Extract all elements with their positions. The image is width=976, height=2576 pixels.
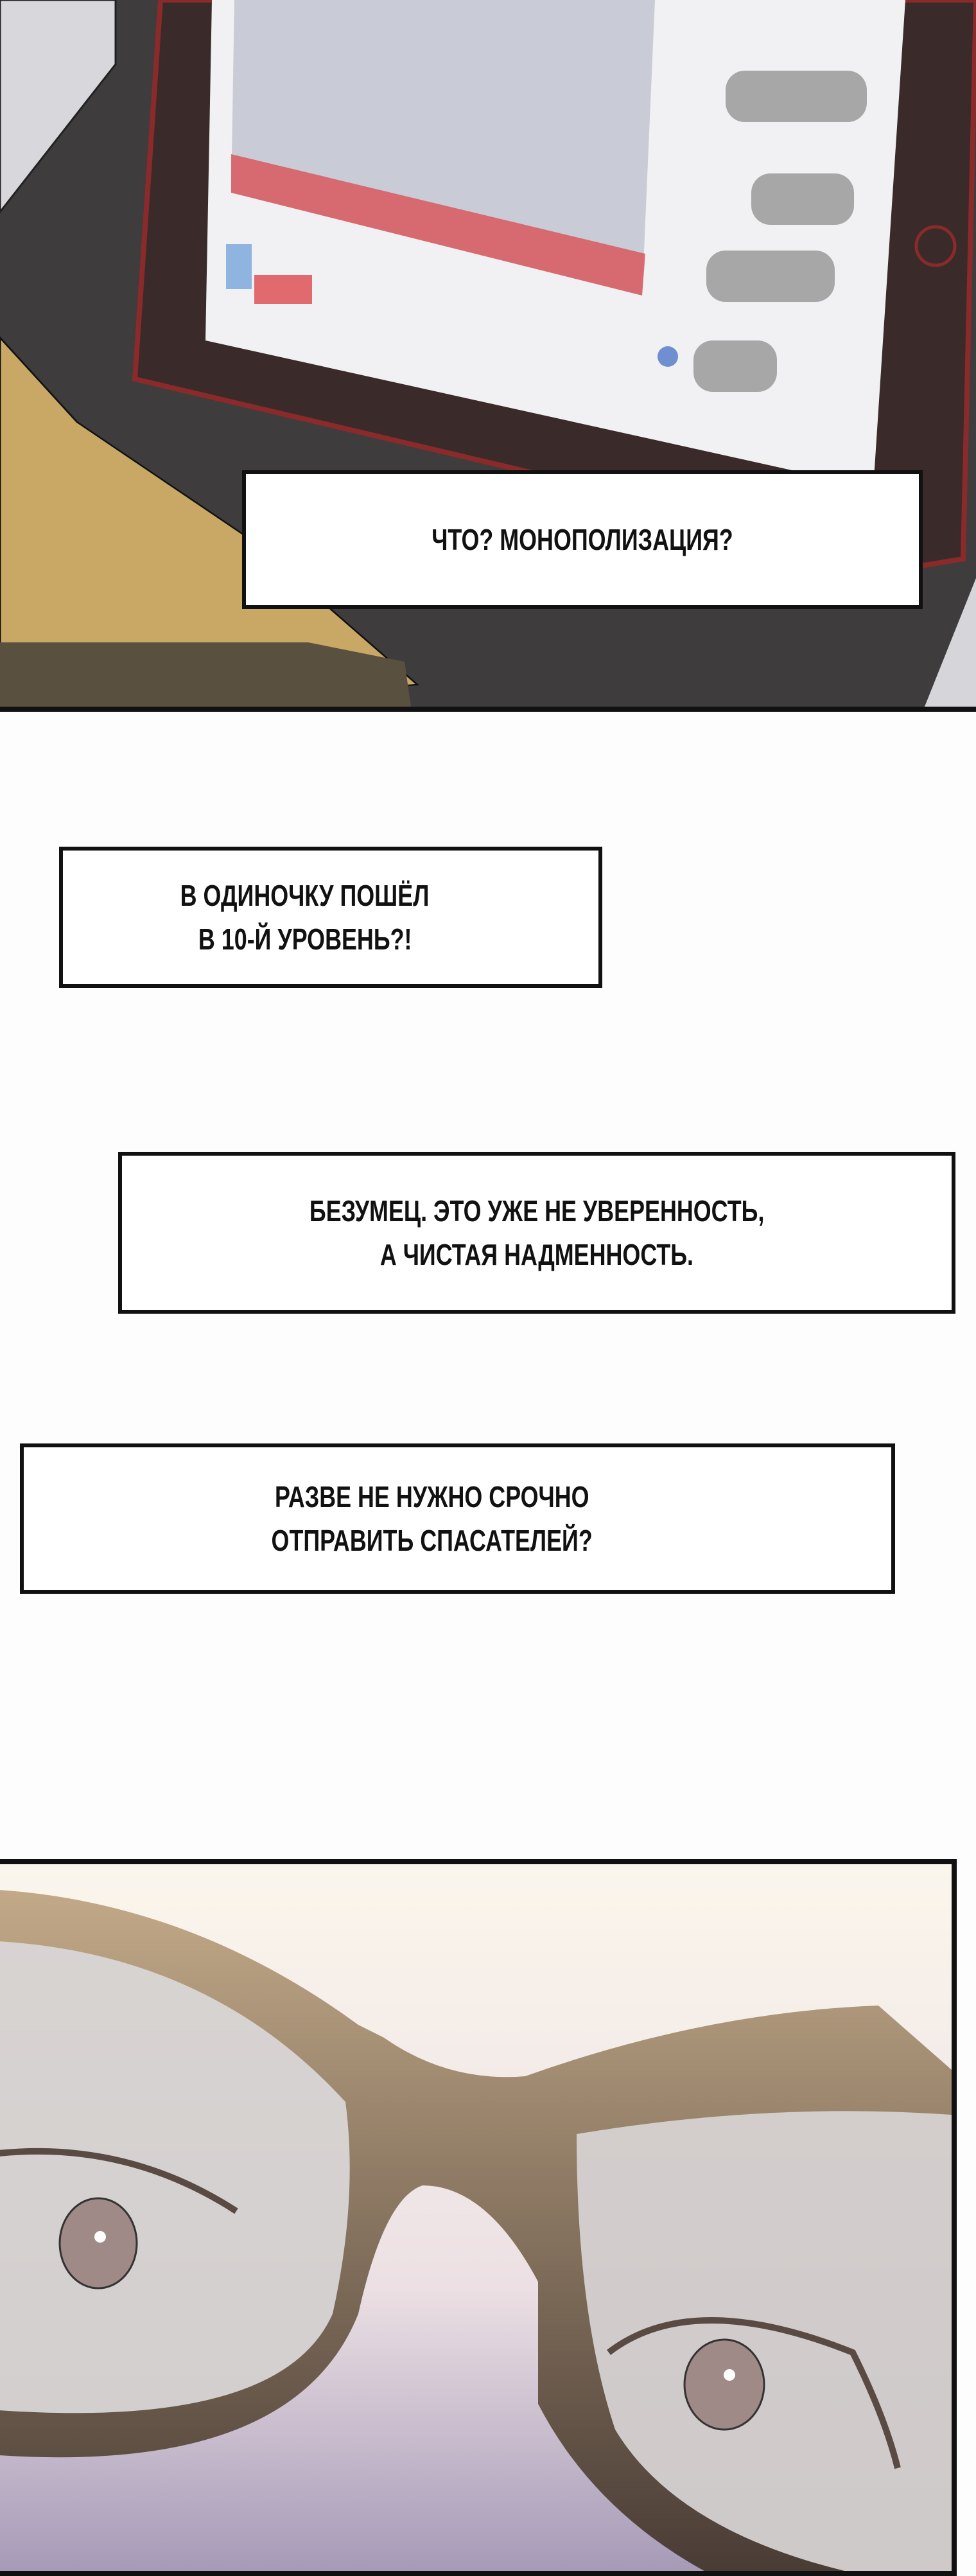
tablet-on-desk-illustration bbox=[0, 0, 976, 707]
caption-text: В 10-Й УРОВЕНЬ?! bbox=[198, 922, 412, 956]
caption-text: БЕЗУМЕЦ. ЭТО УЖЕ НЕ УВЕРЕННОСТЬ, bbox=[309, 1194, 765, 1228]
caption-box: ЧТО? МОНОПОЛИЗАЦИЯ? bbox=[242, 470, 923, 609]
caption-text: В ОДИНОЧКУ ПОШЁЛ bbox=[180, 879, 430, 912]
caption-text: РАЗВЕ НЕ НУЖНО СРОЧНО bbox=[274, 1480, 589, 1513]
caption-box: БЕЗУМЕЦ. ЭТО УЖЕ НЕ УВЕРЕННОСТЬ, А ЧИСТА… bbox=[118, 1152, 955, 1314]
caption-text: ЧТО? МОНОПОЛИЗАЦИЯ? bbox=[431, 523, 733, 556]
comic-panel-glasses bbox=[0, 1859, 957, 2576]
comic-panel-tablet: ЧТО? МОНОПОЛИЗАЦИЯ? bbox=[0, 0, 976, 712]
caption-box: РАЗВЕ НЕ НУЖНО СРОЧНО ОТПРАВИТЬ СПАСАТЕЛ… bbox=[20, 1443, 895, 1594]
caption-text: А ЧИСТАЯ НАДМЕННОСТЬ. bbox=[379, 1238, 694, 1271]
caption-box: В ОДИНОЧКУ ПОШЁЛ В 10-Й УРОВЕНЬ?! bbox=[59, 847, 602, 988]
glasses-closeup-illustration bbox=[0, 1864, 952, 2571]
caption-text: ОТПРАВИТЬ СПАСАТЕЛЕЙ? bbox=[271, 1524, 593, 1557]
